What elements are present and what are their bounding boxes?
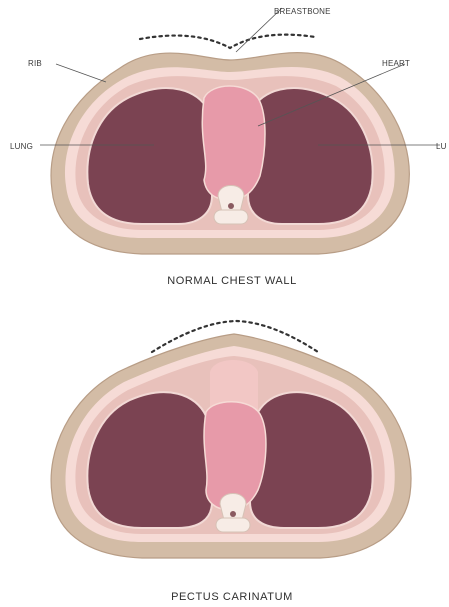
caption-normal-chest-wall: NORMAL CHEST WALL: [167, 275, 297, 287]
caption-pectus-carinatum: PECTUS CARINATUM: [171, 591, 293, 603]
carinatum-chest-section: PECTUS CARINATUM: [51, 321, 411, 603]
label-lung-right: LU: [436, 142, 447, 151]
normal-front-contour-dotted: [140, 35, 315, 48]
label-breastbone: BREASTBONE: [274, 7, 331, 16]
label-rib: RIB: [28, 59, 42, 68]
label-heart: HEART: [382, 59, 410, 68]
normal-chest-section: BREASTBONE RIB HEART LUNG LU NORMAL CHES…: [10, 7, 447, 287]
normal-heart: [202, 86, 265, 200]
label-lung-left: LUNG: [10, 142, 33, 151]
rib-leader-line: [56, 64, 106, 82]
